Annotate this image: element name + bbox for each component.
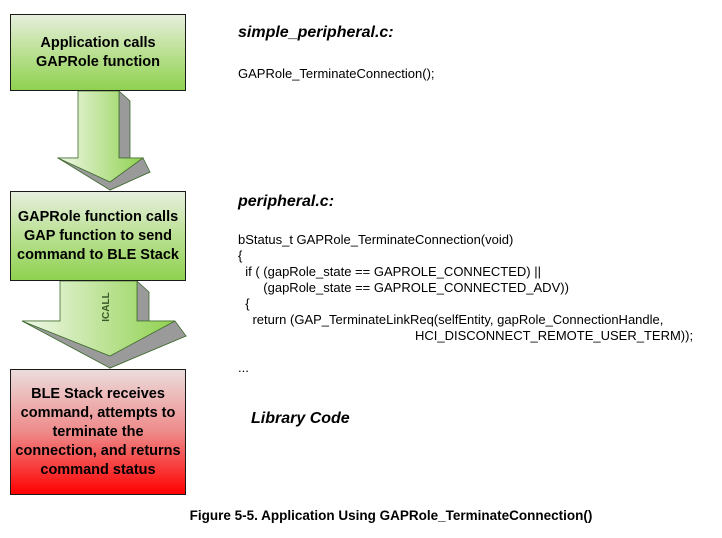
file-name-peripheral: peripheral.c: xyxy=(238,193,335,210)
step-box-ble-stack: BLE Stack receives command, attempts to … xyxy=(10,369,186,495)
code-snippet-peripheral: bStatus_t GAPRole_TerminateConnection(vo… xyxy=(238,232,694,375)
code-snippet-simple-peripheral: GAPRole_TerminateConnection(); xyxy=(238,66,435,81)
step-label: Application calls GAPRole function xyxy=(35,34,161,70)
figure-caption: Figure 5-5. Application Using GAPRole_Te… xyxy=(189,508,593,523)
step-box-application: Application calls GAPRole function xyxy=(10,14,186,91)
arrow-down-2-icall xyxy=(21,280,188,369)
step-label: BLE Stack receives command, attempts to … xyxy=(15,385,181,478)
library-code-label: Library Code xyxy=(251,410,350,427)
step-label: GAPRole function calls GAP function to s… xyxy=(17,208,179,263)
arrow-down-1 xyxy=(56,90,151,191)
step-box-gaprole: GAPRole function calls GAP function to s… xyxy=(10,191,186,281)
file-name-simple-peripheral: simple_peripheral.c: xyxy=(238,24,394,41)
icall-label: ICALL xyxy=(101,292,112,322)
